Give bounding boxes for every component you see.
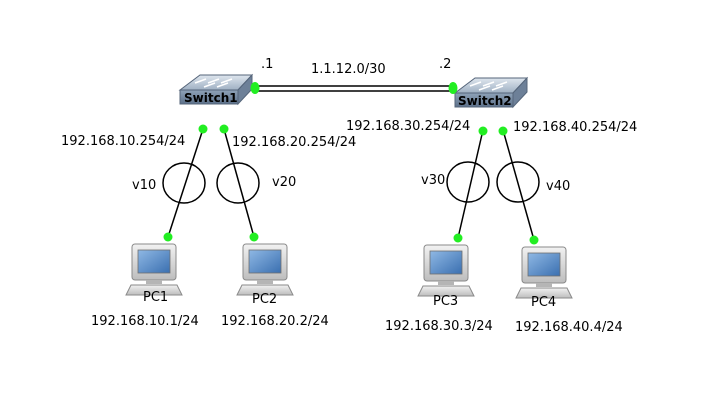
pc2-name: PC2 [252, 292, 277, 307]
link-sw2-pc3 [457, 129, 484, 239]
port-sw1-v20 [219, 124, 229, 134]
switch1-label: Switch1 [184, 91, 238, 105]
trunk-subnet: 1.1.12.0/30 [311, 62, 386, 77]
switch2-label: Switch2 [458, 94, 512, 108]
port-sw2-v40 [498, 126, 508, 136]
link-sw2-pc4 [502, 129, 535, 241]
pc3-name: PC3 [433, 294, 458, 309]
pc1-ip: 192.168.10.1/24 [91, 314, 199, 329]
pc1-name: PC1 [143, 290, 168, 305]
pc2-ip: 192.168.20.2/24 [221, 314, 329, 329]
gateway-v30: 192.168.30.254/24 [346, 119, 470, 134]
pc4-icon[interactable] [515, 246, 573, 299]
vlan-ring-v30 [446, 161, 490, 203]
trunk-right-ip: .2 [439, 57, 451, 72]
vlan-ring-v40 [496, 161, 540, 203]
port-pc3 [453, 233, 463, 243]
trunk-left-ip: .1 [261, 57, 273, 72]
switch2-icon[interactable]: Switch2 [454, 77, 528, 108]
port-sw2-v30 [478, 126, 488, 136]
pc3-ip: 192.168.30.3/24 [385, 319, 493, 334]
vlan-label-v20: v20 [272, 175, 296, 190]
link-sw1-pc2 [223, 128, 255, 238]
vlan-ring-v10 [162, 162, 206, 204]
vlan-label-v40: v40 [546, 179, 570, 194]
gateway-v40: 192.168.40.254/24 [513, 120, 637, 135]
vlan-label-v10: v10 [132, 178, 156, 193]
gateway-v20: 192.168.20.254/24 [232, 135, 356, 150]
port-sw1-trunk [250, 82, 260, 94]
port-pc1 [163, 232, 173, 242]
port-sw1-v10 [198, 124, 208, 134]
pc3-icon[interactable] [417, 244, 475, 297]
port-dots [163, 82, 539, 245]
port-pc2 [249, 232, 259, 242]
pc4-ip: 192.168.40.4/24 [515, 320, 623, 335]
link-sw1-pc1 [167, 128, 204, 238]
switch1-icon[interactable]: Switch1 [179, 74, 253, 105]
gateway-v10: 192.168.10.254/24 [61, 134, 185, 149]
pc4-name: PC4 [531, 295, 556, 310]
pc2-icon[interactable] [236, 243, 294, 296]
pc1-icon[interactable] [125, 243, 183, 296]
port-sw2-trunk [448, 82, 458, 94]
vlan-ring-v20 [216, 162, 260, 204]
port-pc4 [529, 235, 539, 245]
vlan-label-v30: v30 [421, 173, 445, 188]
